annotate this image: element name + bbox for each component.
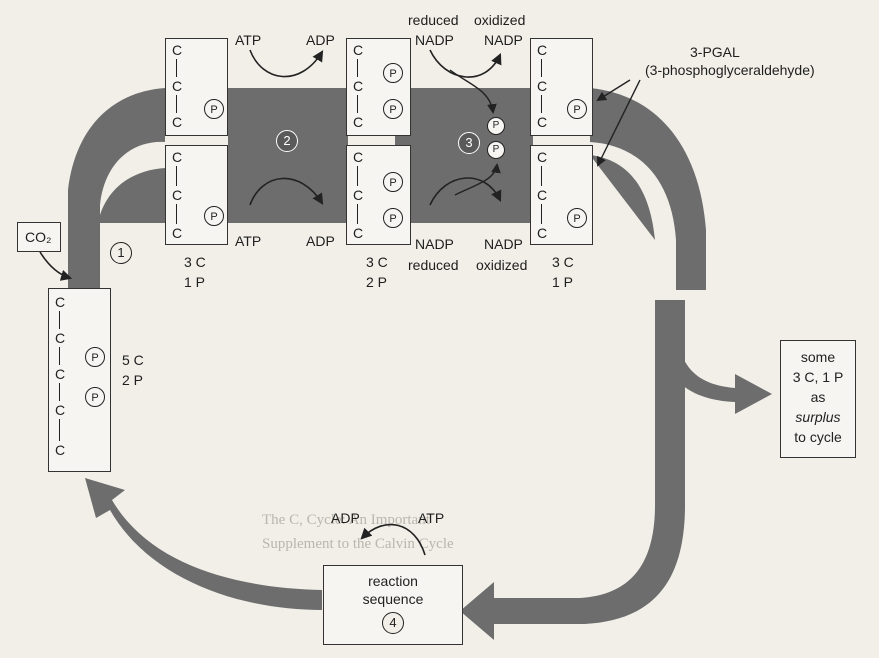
atp-arrow-top: [249, 49, 324, 78]
nadp-arrow-bottom: [429, 177, 502, 206]
reaction-line-2: sequence: [362, 591, 424, 607]
carbon-label: C: [536, 78, 548, 94]
p-arrow-top: [449, 69, 497, 114]
carbon-label: C: [54, 330, 66, 346]
cycle-band: [68, 88, 772, 640]
molecule-col2-top: C C C P P: [346, 38, 411, 136]
p-arrow-bottom: [454, 163, 501, 196]
phosphate-icon: P: [204, 99, 224, 119]
carbon-label: C: [536, 42, 548, 58]
molecule-col3-bottom: C C C P: [530, 145, 593, 245]
atp-label-top: ATP: [235, 32, 262, 48]
count-2p: 2 P: [122, 372, 144, 388]
molecule-col1-bottom: C C C P: [165, 145, 228, 245]
adp-label-bottom: ADP: [306, 233, 335, 249]
phosphate-icon: P: [487, 117, 505, 135]
count-col2-p: 2 P: [366, 274, 388, 290]
count-5c: 5 C: [122, 352, 144, 368]
nadp-arrow-top: [429, 49, 502, 78]
reduced-label-top: reduced: [408, 12, 459, 28]
atp-arrow-bottom: [249, 177, 324, 206]
surplus-line-2: 3 C, 1 P: [792, 369, 844, 385]
step-1-badge: 1: [110, 242, 132, 264]
molecule-col3-top: C C C P: [530, 38, 593, 136]
carbon-label: C: [171, 187, 183, 203]
phosphate-icon: P: [383, 99, 403, 119]
nadp-label-top-left: NADP: [415, 32, 454, 48]
carbon-label: C: [54, 402, 66, 418]
reduced-label-bottom: reduced: [408, 257, 459, 273]
carbon-label: C: [536, 114, 548, 130]
pgal-full-label: (3-phosphoglyceraldehyde): [645, 62, 815, 78]
phosphate-icon: P: [487, 141, 505, 159]
step-4-badge: 4: [382, 612, 404, 634]
phosphate-icon: P: [383, 63, 403, 83]
nadp-label-bottom-right: NADP: [484, 236, 523, 252]
nadp-label-top-right: NADP: [484, 32, 523, 48]
phosphate-icon: P: [383, 172, 403, 192]
count-col3-p: 1 P: [552, 274, 574, 290]
carbon-label: C: [536, 225, 548, 241]
reaction-adp-label: ADP: [331, 510, 360, 526]
carbon-label: C: [536, 149, 548, 165]
reaction-atp-arrow: [360, 523, 426, 556]
co2-label: CO₂: [25, 229, 52, 245]
adp-label-top: ADP: [306, 32, 335, 48]
surplus-box: some 3 C, 1 P as surplus to cycle: [780, 340, 856, 458]
co2-arrow: [39, 251, 73, 281]
surplus-line-5: to cycle: [794, 429, 842, 445]
carbon-label: C: [536, 187, 548, 203]
surplus-line-4: surplus: [795, 409, 841, 425]
carbon-label: C: [171, 114, 183, 130]
count-col3-c: 3 C: [552, 254, 574, 270]
phosphate-icon: P: [567, 208, 587, 228]
oxidized-label-bottom: oxidized: [476, 257, 528, 273]
phosphate-icon: P: [85, 347, 105, 367]
count-col1-c: 3 C: [184, 254, 206, 270]
molecule-col1-top: C C C P: [165, 38, 228, 136]
molecule-5c: C C C C C P P: [48, 288, 111, 472]
nadp-label-bottom-left: NADP: [415, 236, 454, 252]
carbon-label: C: [54, 366, 66, 382]
oxidized-label-top: oxidized: [474, 12, 526, 28]
phosphate-icon: P: [85, 387, 105, 407]
phosphate-icon: P: [383, 208, 403, 228]
carbon-label: C: [352, 42, 364, 58]
carbon-label: C: [171, 225, 183, 241]
carbon-label: C: [54, 294, 66, 310]
count-col2-c: 3 C: [366, 254, 388, 270]
carbon-label: C: [54, 442, 66, 458]
phosphate-icon: P: [204, 206, 224, 226]
reaction-atp-label: ATP: [418, 510, 445, 526]
step-2-badge: 2: [276, 130, 298, 152]
step-3-badge: 3: [458, 132, 480, 154]
reaction-sequence-box: reaction sequence 4: [323, 565, 463, 645]
pgal-pointer-top: [596, 79, 631, 102]
count-col1-p: 1 P: [184, 274, 206, 290]
carbon-label: C: [352, 149, 364, 165]
pgal-pointer-bottom: [597, 79, 641, 167]
surplus-line-1: some: [800, 349, 836, 365]
reaction-line-1: reaction: [368, 573, 418, 589]
carbon-label: C: [171, 42, 183, 58]
bg-heading-text-2: Supplement to the Calvin Cycle: [262, 536, 454, 552]
atp-label-bottom: ATP: [235, 233, 262, 249]
carbon-label: C: [171, 78, 183, 94]
carbon-label: C: [352, 225, 364, 241]
molecule-col2-bottom: C C C P P: [346, 145, 411, 245]
carbon-label: C: [171, 149, 183, 165]
carbon-label: C: [352, 187, 364, 203]
carbon-label: C: [352, 114, 364, 130]
phosphate-icon: P: [567, 99, 587, 119]
carbon-label: C: [352, 78, 364, 94]
co2-box: CO₂: [17, 222, 61, 252]
pgal-label: 3-PGAL: [690, 44, 740, 60]
surplus-line-3: as: [810, 389, 826, 405]
